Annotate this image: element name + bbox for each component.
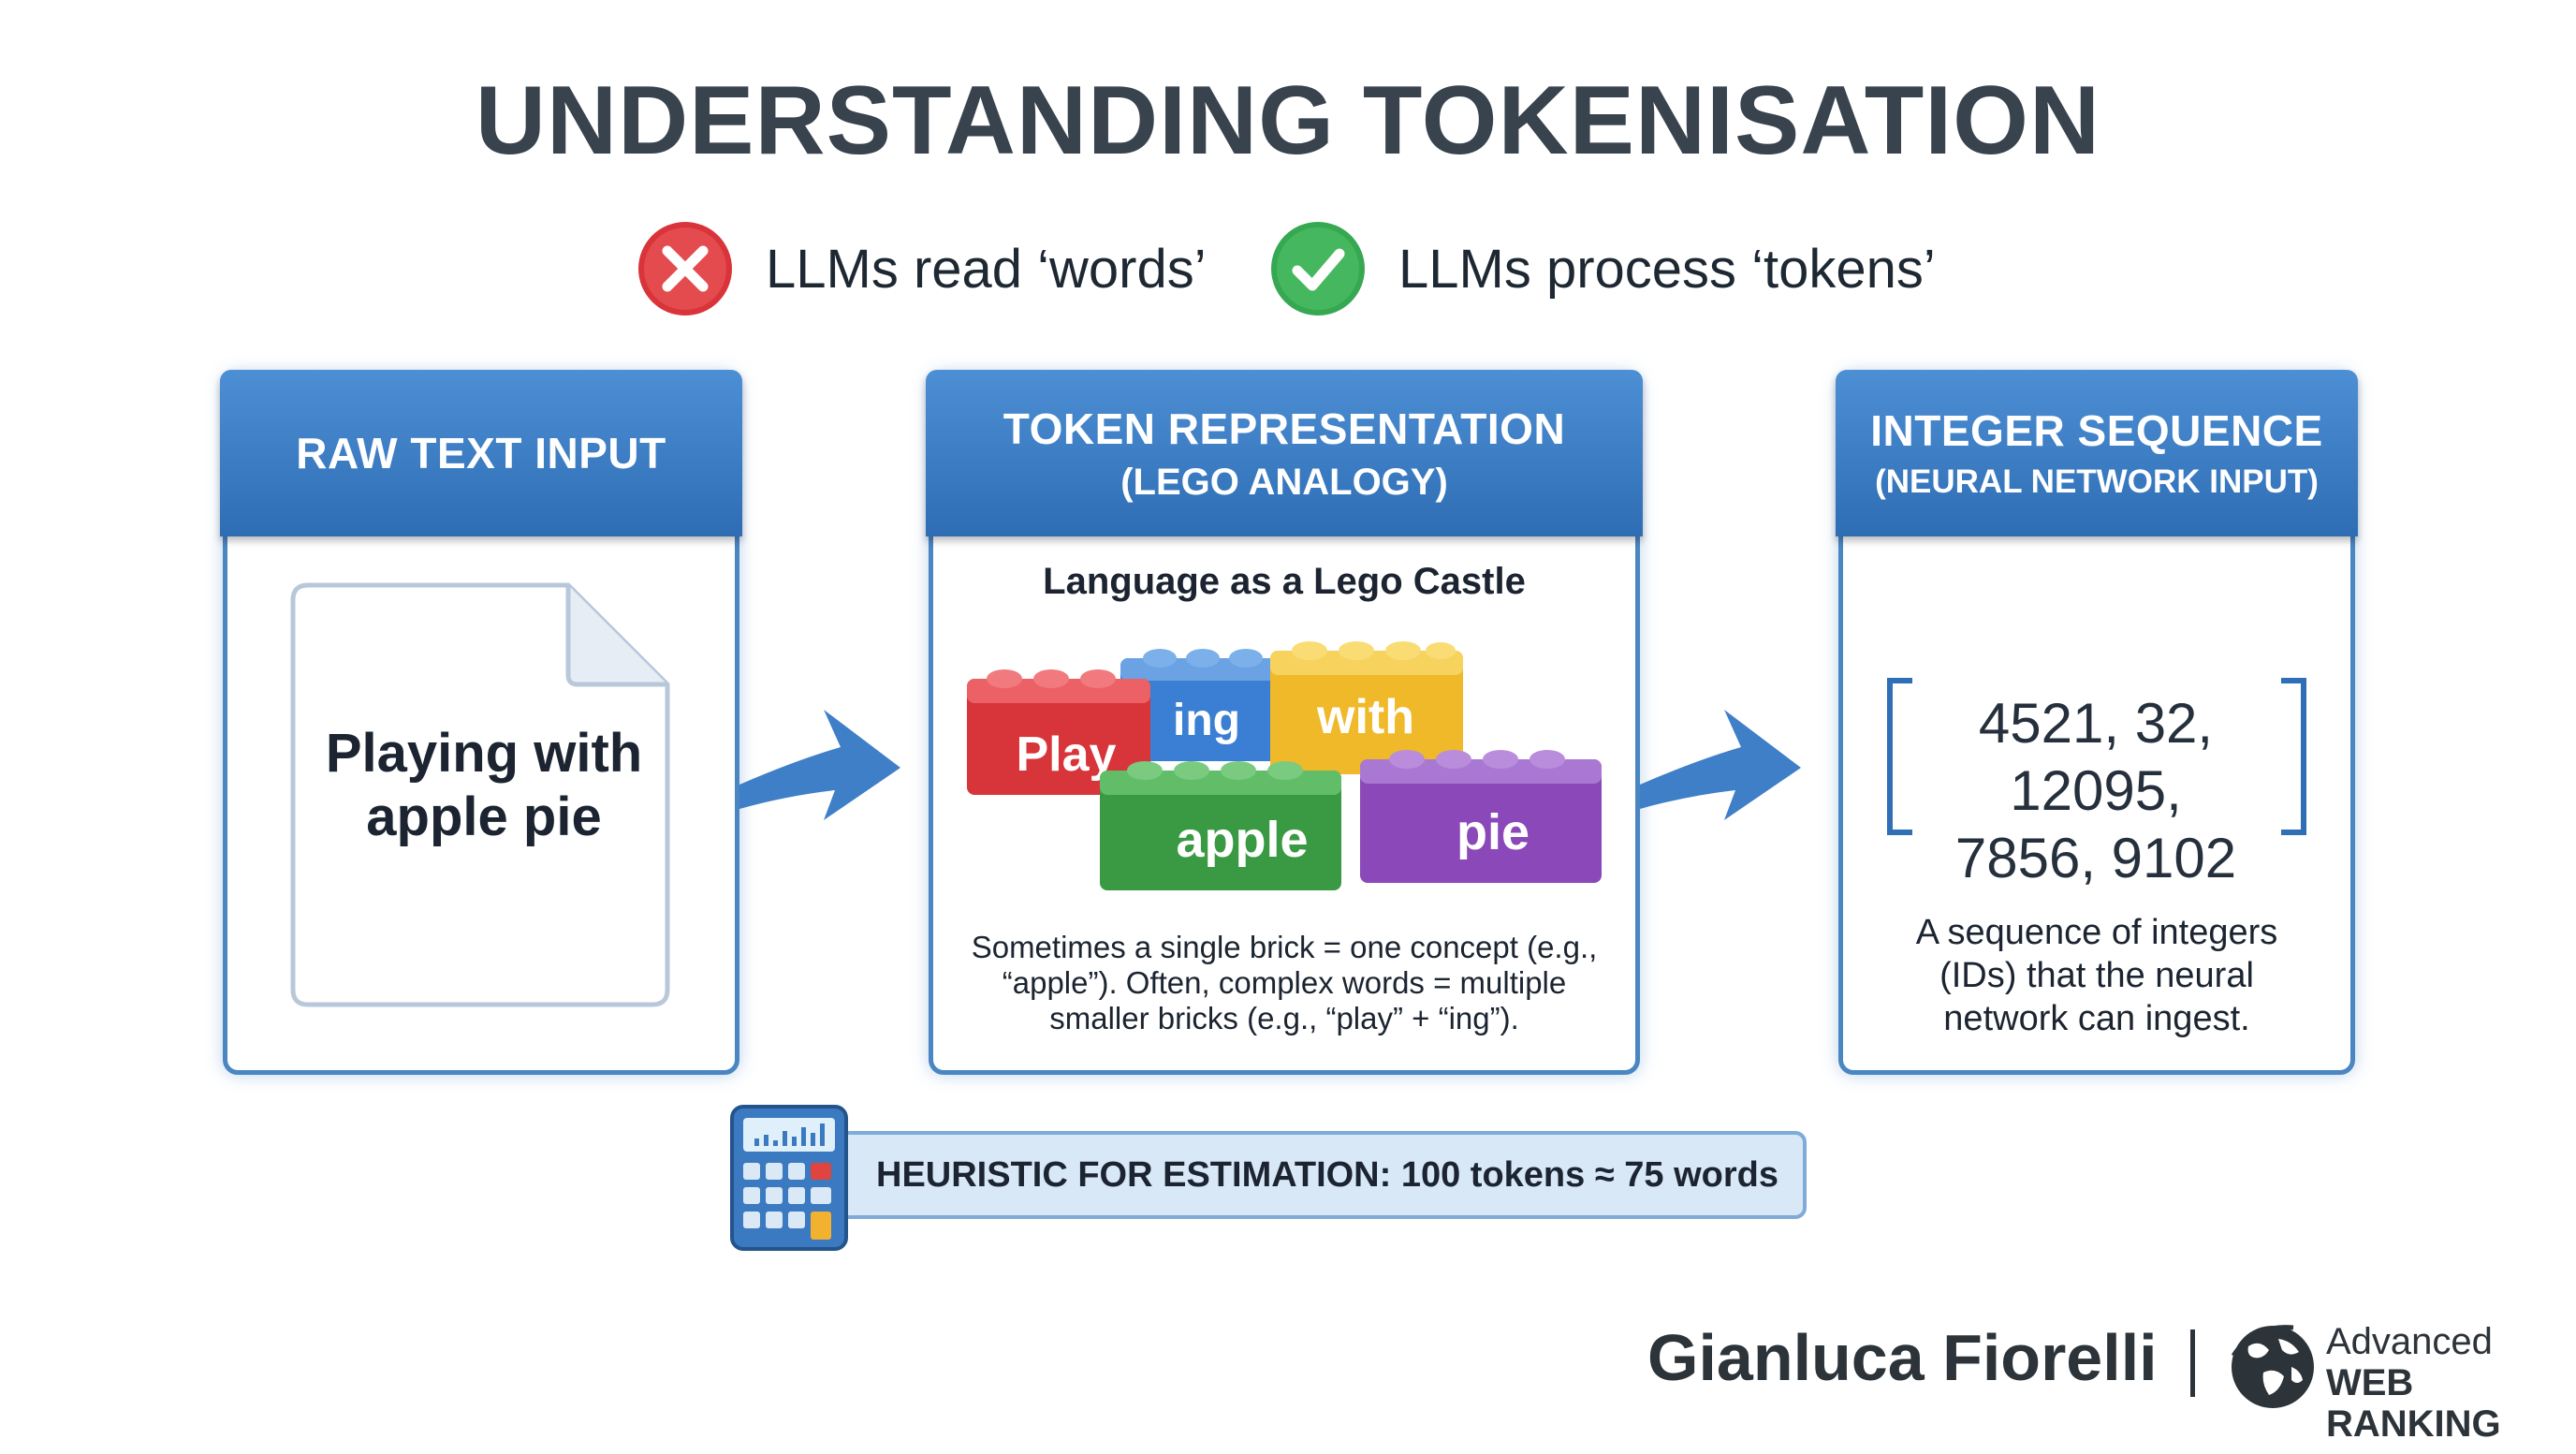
brick-label: Play <box>1017 727 1117 782</box>
lego-caption: Sometimes a single brick = one concept (… <box>971 930 1598 1035</box>
panel-subtitle: (LEGO ANALOGY) <box>1120 461 1448 503</box>
footer-divider <box>2190 1329 2195 1397</box>
brick-with: with <box>1270 641 1463 774</box>
left-bracket-icon <box>1887 678 1912 835</box>
globe-logo-icon <box>2231 1325 2314 1408</box>
panel-title: INTEGER SEQUENCE <box>1870 406 2323 455</box>
brick-ing: ing <box>1120 649 1285 761</box>
heuristic-banner: HEURISTIC FOR ESTIMATION: 100 tokens ≈ 7… <box>824 1131 1807 1219</box>
panel-header: TOKEN REPRESENTATION (LEGO ANALOGY) <box>926 370 1643 536</box>
checkmark-icon <box>1271 222 1365 316</box>
document-icon <box>290 582 670 1007</box>
panel-subtitle: (NEURAL NETWORK INPUT) <box>1875 463 2319 500</box>
brick-play: Play <box>967 669 1150 795</box>
raw-text: Playing with apple pie <box>325 723 643 847</box>
lego-heading: Language as a Lego Castle <box>1043 561 1526 602</box>
brand-line-2: WEB RANKING <box>2326 1362 2501 1445</box>
panel-header: RAW TEXT INPUT <box>220 370 742 536</box>
cross-icon <box>638 222 732 316</box>
integer-sequence: 4521, 32, 12095, 7856, 9102 <box>1954 692 2237 889</box>
brick-apple: apple <box>1100 761 1341 890</box>
author-name: Gianluca Fiorelli <box>1647 1321 2158 1394</box>
panel-title: RAW TEXT INPUT <box>296 429 666 477</box>
arrow-right-icon <box>1640 710 1801 820</box>
calculator-icon <box>730 1105 848 1251</box>
lego-bricks-illustration: ing Play with appl <box>967 641 1602 890</box>
claim-wrong: LLMs read ‘words’ <box>637 217 1207 320</box>
panel-title: TOKEN REPRESENTATION <box>1003 404 1566 453</box>
panel-token-representation: TOKEN REPRESENTATION (LEGO ANALOGY) Lang… <box>926 370 1643 1075</box>
panel-raw-text-input: RAW TEXT INPUT Playing with apple pie <box>220 370 742 1075</box>
sequence-caption: A sequence of integers (IDs) that the ne… <box>1915 913 2278 1038</box>
heuristic-text: HEURISTIC FOR ESTIMATION: 100 tokens ≈ 7… <box>876 1154 1778 1195</box>
brick-label: apple <box>1176 812 1308 868</box>
brick-label: pie <box>1456 804 1530 860</box>
claim-wrong-text: LLMs read ‘words’ <box>766 238 1207 300</box>
brick-pie: pie <box>1360 750 1602 883</box>
claim-right: LLMs process ‘tokens’ <box>1269 217 1936 320</box>
arrow-right-icon <box>739 710 900 820</box>
brand-line-1: Advanced <box>2326 1321 2493 1362</box>
panel-integer-sequence: INTEGER SEQUENCE (NEURAL NETWORK INPUT) … <box>1836 370 2358 1075</box>
right-bracket-icon <box>2281 678 2306 835</box>
page-title: UNDERSTANDING TOKENISATION <box>475 66 2101 175</box>
panel-header: INTEGER SEQUENCE (NEURAL NETWORK INPUT) <box>1836 370 2358 536</box>
brick-label: ing <box>1173 696 1240 745</box>
brick-label: with <box>1316 690 1414 744</box>
claim-right-text: LLMs process ‘tokens’ <box>1398 238 1936 300</box>
